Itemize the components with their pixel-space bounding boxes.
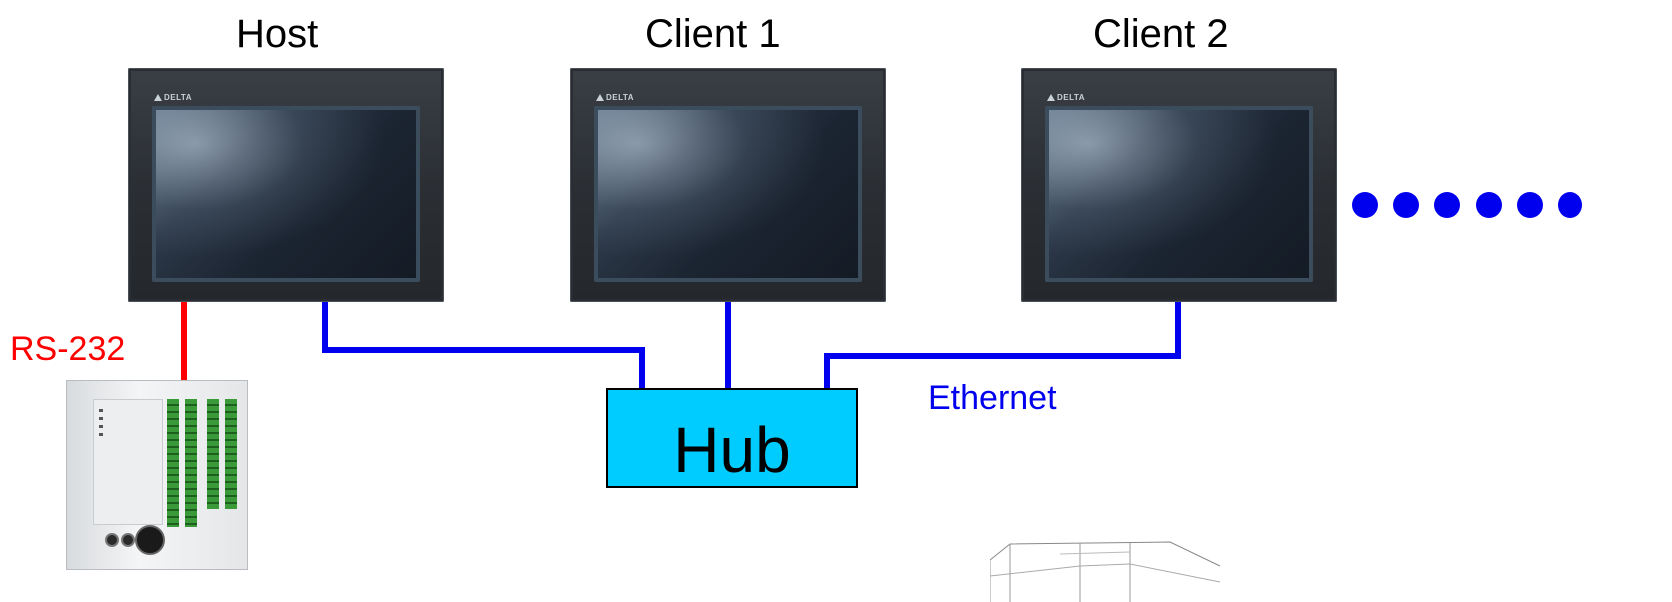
hmi-brand-logo: DELTA (1047, 93, 1085, 102)
hub-label: Hub (673, 414, 791, 486)
plc-comm-port (135, 525, 165, 555)
plc-knob (105, 533, 119, 547)
plc-led (99, 425, 103, 428)
plc-led (99, 417, 103, 420)
more-dot (1434, 192, 1460, 218)
host-ethernet-link (322, 302, 645, 389)
host-label: Host (236, 12, 319, 56)
plc-terminal-strip (185, 399, 197, 527)
plc-led (99, 409, 103, 412)
client-1-label: Client 1 (645, 12, 781, 56)
host-hmi-icon: DELTA (128, 68, 444, 302)
client-2-label: Client 2 (1093, 12, 1229, 56)
plc-terminal-strip (167, 399, 179, 527)
hmi-screen (1049, 110, 1309, 278)
plc-terminal-strip (207, 399, 219, 509)
plc-led (99, 433, 103, 436)
building-sketch-icon (990, 541, 1221, 602)
client-1-hmi-icon: DELTA (570, 68, 886, 302)
hmi-screen (598, 110, 858, 278)
rs232-label: RS-232 (10, 330, 126, 368)
hub-box: Hub (606, 388, 858, 488)
more-dot (1352, 192, 1378, 218)
plc-front-panel (93, 399, 163, 525)
client-2-ethernet-link (824, 302, 1181, 389)
hmi-screen (156, 110, 416, 278)
plc-terminal-strip (225, 399, 237, 509)
more-dot (1558, 192, 1582, 218)
more-dot (1393, 192, 1419, 218)
ethernet-label: Ethernet (928, 379, 1057, 417)
plc-controller-icon (66, 380, 248, 570)
hmi-brand-logo: DELTA (596, 93, 634, 102)
more-dot (1517, 192, 1543, 218)
more-dot (1476, 192, 1502, 218)
hmi-brand-logo: DELTA (154, 93, 192, 102)
client-2-hmi-icon: DELTA (1021, 68, 1337, 302)
plc-knob (121, 533, 135, 547)
